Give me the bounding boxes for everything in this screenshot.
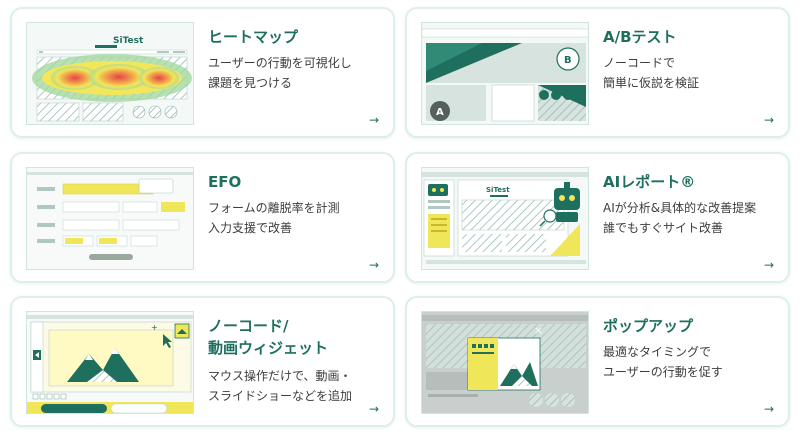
svg-text:+: + bbox=[151, 323, 158, 332]
label-b: B bbox=[564, 55, 572, 66]
card-efo[interactable]: EFO フォームの離脱率を計測 入力支援で改善 → bbox=[10, 152, 395, 283]
card-description: AIが分析&具体的な改善提案 誰でもすぐサイト改善 bbox=[603, 201, 757, 235]
card-description: マウス操作だけで、動画・ スライドショーなどを追加 bbox=[208, 369, 353, 403]
close-icon: × bbox=[534, 324, 543, 337]
card-ai-report[interactable]: SiTest AIレポート® AIが分析&具体的な改善提案 誰でもすぐサイト改善… bbox=[405, 152, 790, 283]
efo-illustration bbox=[26, 167, 194, 270]
sitest-logo: SiTest bbox=[486, 186, 510, 194]
card-description: 最適なタイミングで ユーザーの行動を促す bbox=[603, 345, 723, 379]
card-title: ノーコード/ 動画ウィジェット bbox=[208, 317, 329, 357]
card-nocode-widget[interactable]: + ノーコード/ 動画ウィジェット マウス操作だけで、動画・ スライドショーなど… bbox=[10, 296, 395, 427]
arrow-right-icon[interactable]: → bbox=[763, 258, 774, 272]
arrow-right-icon[interactable]: → bbox=[368, 113, 379, 127]
popup-illustration: × bbox=[421, 311, 589, 414]
abtest-illustration: B A bbox=[421, 22, 589, 125]
widget-illustration: + bbox=[26, 311, 194, 414]
card-title: ポップアップ bbox=[603, 317, 694, 335]
card-description: ユーザーの行動を可視化し 課題を見つける bbox=[208, 56, 352, 90]
heatmap-illustration: SiTest bbox=[26, 22, 194, 125]
sitest-logo: SiTest bbox=[113, 36, 144, 46]
label-a: A bbox=[436, 107, 444, 118]
arrow-right-icon[interactable]: → bbox=[763, 402, 774, 416]
card-title: AIレポート® bbox=[603, 173, 696, 191]
arrow-right-icon[interactable]: → bbox=[763, 113, 774, 127]
card-heatmap[interactable]: SiTest ヒートマップ ユーザーの行動を可視化し 課題を見つける → bbox=[10, 7, 395, 138]
card-popup[interactable]: × ポップアップ 最適なタイミングで ユーザーの行動を促す → bbox=[405, 296, 790, 427]
card-title: EFO bbox=[208, 173, 242, 191]
card-abtest[interactable]: B A A/Bテスト ノーコードで 簡単に仮説を検証 → bbox=[405, 7, 790, 138]
arrow-right-icon[interactable]: → bbox=[368, 258, 379, 272]
card-description: フォームの離脱率を計測 入力支援で改善 bbox=[208, 201, 340, 235]
card-title: ヒートマップ bbox=[208, 28, 299, 46]
card-title: A/Bテスト bbox=[603, 28, 677, 46]
card-description: ノーコードで 簡単に仮説を検証 bbox=[603, 56, 700, 90]
arrow-right-icon[interactable]: → bbox=[368, 402, 379, 416]
ai-report-illustration: SiTest bbox=[421, 167, 589, 270]
